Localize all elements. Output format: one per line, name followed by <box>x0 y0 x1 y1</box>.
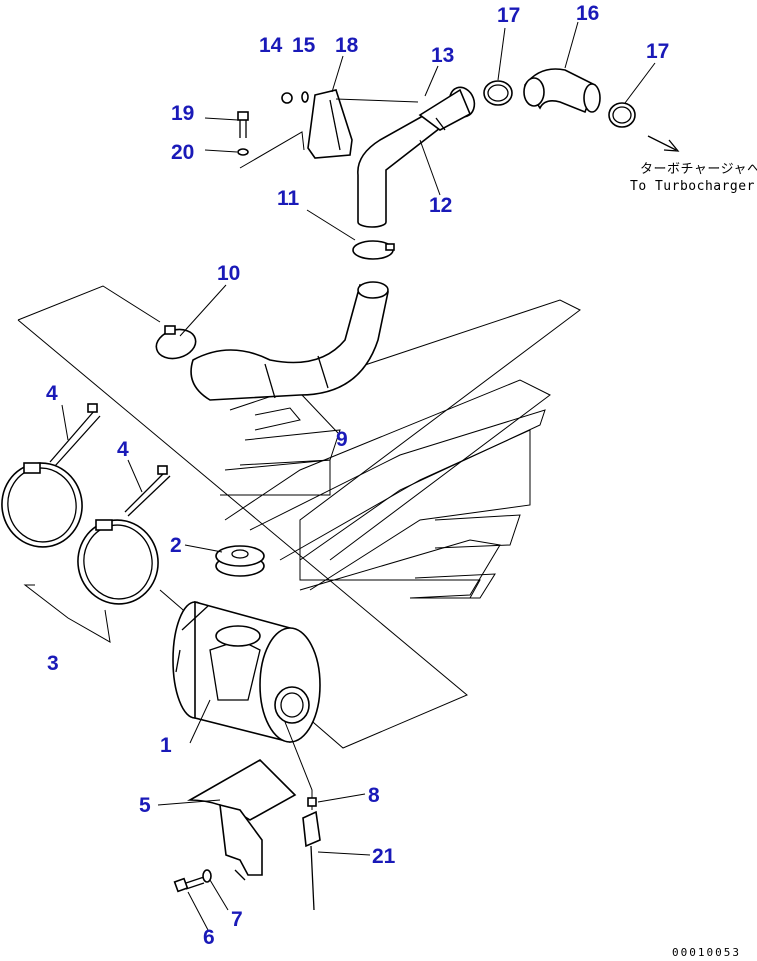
clamp-10 <box>155 325 197 360</box>
indicator-8-21 <box>302 797 321 911</box>
callout-15: 15 <box>292 34 316 57</box>
callout-19: 19 <box>171 102 194 125</box>
chassis-outline <box>17 285 581 749</box>
callout-4-left: 4 <box>46 382 58 405</box>
callout-16: 16 <box>576 2 599 25</box>
clamp-11 <box>352 240 395 260</box>
callout-18: 18 <box>335 34 359 57</box>
callout-17-right: 17 <box>646 40 669 63</box>
hose-16-17 <box>483 68 636 128</box>
callout-20: 20 <box>171 141 194 164</box>
bolt-washer-19-20 <box>237 111 305 169</box>
nut-washer-14-15 <box>281 91 309 104</box>
callout-1: 1 <box>160 734 172 757</box>
callout-14: 14 <box>259 34 283 57</box>
callout-5: 5 <box>139 794 151 817</box>
callout-8: 8 <box>368 784 380 807</box>
callout-21: 21 <box>372 845 396 868</box>
callout-9: 9 <box>336 428 348 451</box>
callout-11: 11 <box>277 187 300 210</box>
upper-pipe <box>357 86 476 228</box>
callout-17-left: 17 <box>497 4 520 27</box>
callout-3: 3 <box>47 652 59 675</box>
bolt-washer-6-7 <box>173 869 212 893</box>
turbo-note-english: To Turbocharger <box>630 179 755 194</box>
cleaner-cap <box>215 545 265 577</box>
callout-2: 2 <box>170 534 182 557</box>
air-cleaner <box>172 600 321 810</box>
turbo-note-japanese: ターボチャージャへ <box>640 162 757 177</box>
callout-6: 6 <box>203 926 215 949</box>
bracket-5 <box>186 759 297 881</box>
bracket-18 <box>307 89 419 159</box>
callout-4-right: 4 <box>117 438 129 461</box>
lower-hose <box>190 281 389 401</box>
callout-labels: 1 2 3 4 4 5 6 7 8 9 10 11 12 13 14 15 16… <box>46 2 669 949</box>
leader-lines <box>61 21 656 931</box>
bolts-4 <box>49 403 171 517</box>
drawing-number: 00010053 <box>672 946 741 959</box>
callout-12: 12 <box>429 194 452 217</box>
callout-13: 13 <box>431 44 454 67</box>
callout-7: 7 <box>231 908 243 931</box>
callout-10: 10 <box>217 262 240 285</box>
band-clamps <box>1 462 159 643</box>
turbo-arrow <box>647 135 680 152</box>
